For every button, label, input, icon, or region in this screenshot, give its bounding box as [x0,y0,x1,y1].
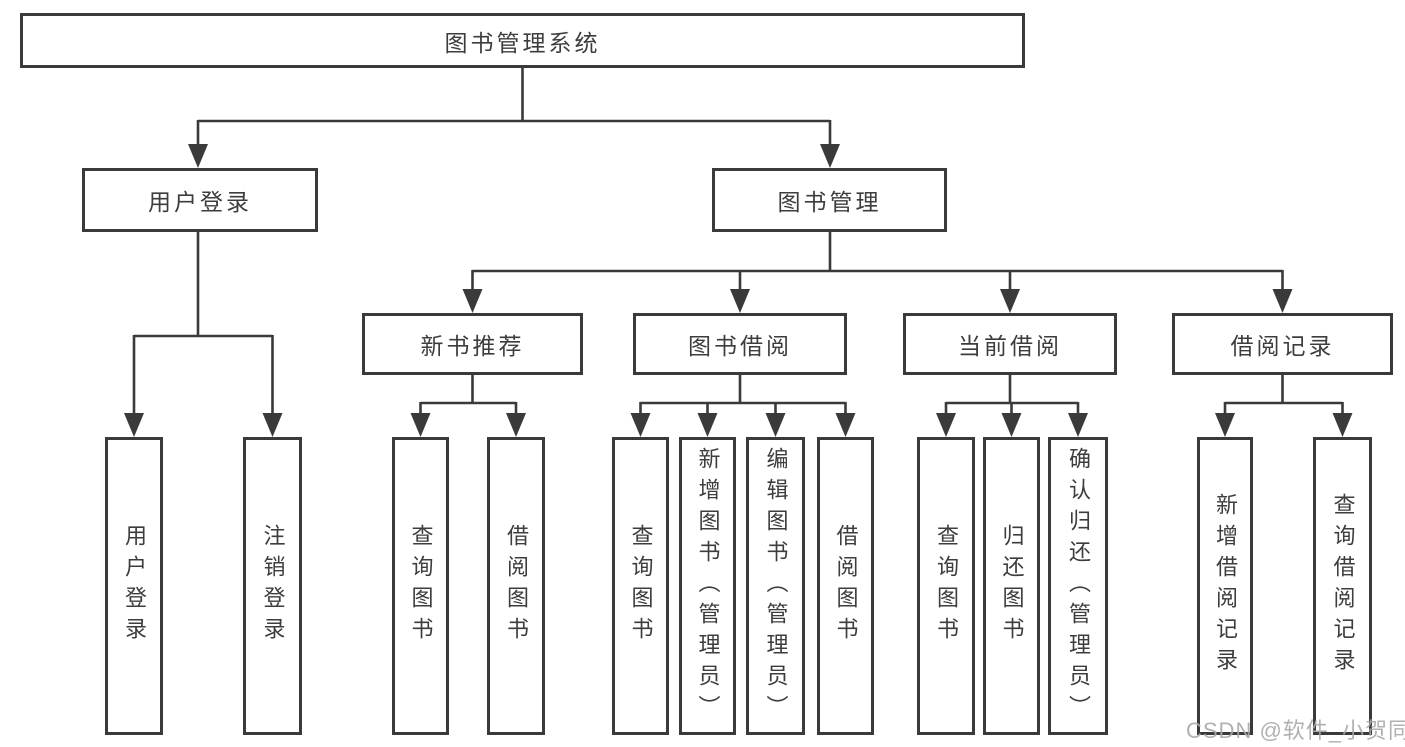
leaf-current-confirm-return-admin: 确认归还（管理员） [1048,437,1108,735]
node-borrowing-records: 借阅记录 [1172,313,1393,375]
leaf-borrowing-add-books-admin: 新增图书（管理员） [679,437,736,735]
leaf-user-login-label: 用户登录 [122,524,147,648]
leaf-logout-login: 注销登录 [243,437,302,735]
node-current-borrowing: 当前借阅 [903,313,1117,375]
leaf-records-query-borrow-record: 查询借阅记录 [1313,437,1372,735]
node-book-borrowing: 图书借阅 [633,313,847,375]
node-system-root: 图书管理系统 [20,13,1025,68]
node-new-book-recommendation: 新书推荐 [362,313,583,375]
leaf-user-login: 用户登录 [105,437,163,735]
leaf-borrowing-query-books-label: 查询图书 [628,524,654,648]
leaf-borrowing-edit-books-admin: 编辑图书（管理员） [746,437,805,735]
leaf-borrowing-query-books: 查询图书 [612,437,669,735]
leaf-borrowing-edit-books-admin-label: 编辑图书（管理员） [763,446,789,726]
leaf-newbook-query-books: 查询图书 [392,437,449,735]
leaf-borrowing-add-books-admin-label: 新增图书（管理员） [695,446,721,726]
leaf-newbook-query-books-label: 查询图书 [408,524,434,648]
leaf-current-query-books-label: 查询图书 [934,524,959,648]
leaf-newbook-borrow-books: 借阅图书 [487,437,545,735]
node-book-management: 图书管理 [712,168,947,232]
leaf-records-add-borrow-record: 新增借阅记录 [1197,437,1253,735]
leaf-borrowing-borrow-books: 借阅图书 [817,437,874,735]
node-user-login: 用户登录 [82,168,318,232]
connector-book-management-to-level3 [462,232,1293,313]
leaf-records-add-borrow-record-label: 新增借阅记录 [1213,493,1238,679]
leaf-current-return-books: 归还图书 [983,437,1040,735]
leaf-current-return-books-label: 归还图书 [999,524,1025,648]
connector-book-borrow-to-leaves [630,375,856,437]
connector-user-login-to-leaves [124,232,283,437]
leaf-borrowing-borrow-books-label: 借阅图书 [833,524,859,648]
leaf-current-query-books: 查询图书 [917,437,975,735]
connector-root-to-level2 [188,68,840,168]
leaf-logout-login-label: 注销登录 [260,524,286,648]
leaf-current-confirm-return-admin-label: 确认归还（管理员） [1066,446,1091,726]
leaf-records-query-borrow-record-label: 查询借阅记录 [1330,493,1356,679]
connector-current-borrow-to-leaves [936,375,1088,437]
leaf-newbook-borrow-books-label: 借阅图书 [504,524,529,648]
connector-new-book-to-leaves [410,375,526,437]
csdn-watermark: CSDN @软件_小贺同学 [1186,718,1405,743]
connector-borrow-records-to-leaves [1215,375,1353,437]
